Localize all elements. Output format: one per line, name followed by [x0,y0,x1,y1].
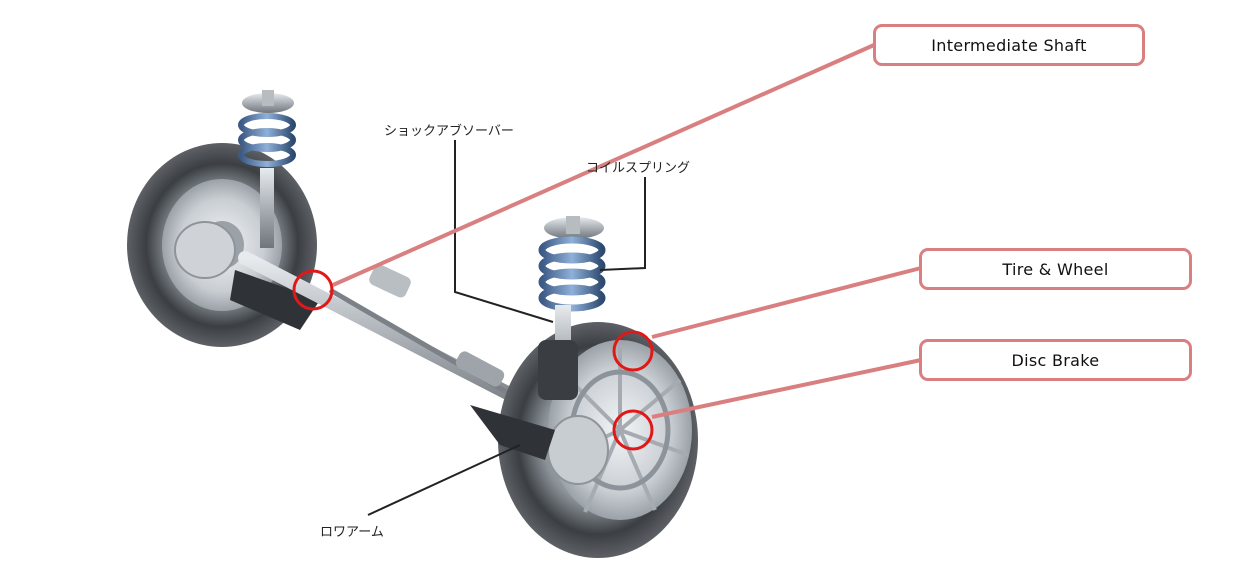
right-lower-arm [470,405,555,460]
left-strut [238,90,296,248]
intermediate-shaft-marker [292,269,334,311]
tire-wheel-marker [612,330,654,372]
left-lower-arm [230,270,320,330]
marker-circles [292,269,654,451]
right-knuckle [538,340,578,400]
tire-wheel-line [651,266,922,339]
lower-arm-leader [367,444,521,516]
coil-spring-label: コイルスプリング [586,161,691,176]
lower-arm-label: ロワアーム [320,525,384,540]
shock-absorber-leader [454,140,554,323]
left-coil-spring [238,113,296,167]
intermediate-shaft-callout: Intermediate Shaft [873,24,1145,66]
coil-spring-leader [599,177,646,271]
callout-lines [332,43,922,419]
leader-lines [367,140,646,516]
disc-brake-callout: Disc Brake [919,339,1192,381]
shock-absorber-label: ショックアブソーバー [384,124,514,139]
right-coil-spring [538,236,606,312]
intermediate-shaft-line [332,43,875,287]
tire-wheel-callout: Tire & Wheel [919,248,1192,290]
disc-brake-line [651,358,922,419]
right-brake-caliper [547,415,609,485]
disc-brake-marker [612,409,654,451]
right-strut [538,216,606,400]
left-brake-caliper [174,221,236,279]
